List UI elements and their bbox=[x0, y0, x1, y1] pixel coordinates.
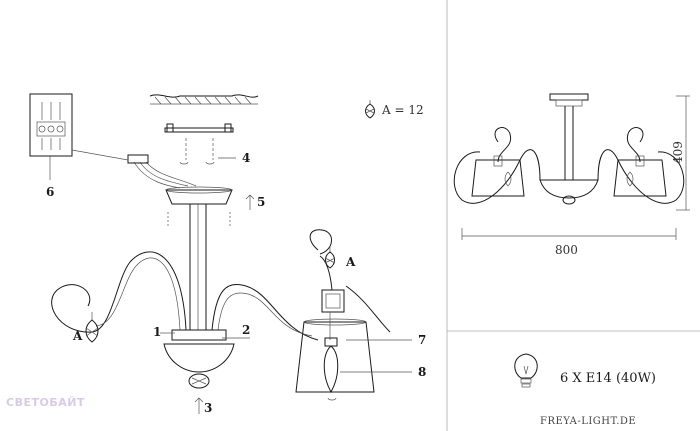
front-shade-right bbox=[613, 159, 667, 197]
crystal-count: A = 12 bbox=[381, 103, 424, 117]
wire-c bbox=[133, 161, 181, 189]
callout-2: 2 bbox=[242, 323, 250, 337]
crystal-drop-icon bbox=[324, 246, 336, 269]
push-arrow-3 bbox=[194, 397, 204, 414]
finial-pattern bbox=[191, 377, 207, 385]
scroll-stem bbox=[319, 255, 333, 291]
socket-cup bbox=[321, 289, 345, 313]
front-arm-left bbox=[453, 149, 541, 204]
bottom-hub bbox=[171, 329, 227, 341]
scroll-top bbox=[309, 229, 332, 255]
rotate-arrow-4b bbox=[205, 161, 215, 165]
dim-height-value: 409 bbox=[671, 141, 685, 164]
canopy-rim bbox=[165, 186, 233, 194]
bar-screw-right bbox=[224, 123, 232, 133]
shade-top-rim bbox=[303, 318, 367, 326]
detail-leader bbox=[71, 149, 129, 161]
lamp-shade bbox=[295, 321, 375, 393]
canopy bbox=[165, 189, 233, 205]
callout-1: 1 bbox=[153, 325, 161, 339]
arm-left-outer bbox=[51, 251, 187, 333]
mounting-bar bbox=[164, 127, 234, 133]
crystal-drop-icon bbox=[365, 100, 375, 119]
lamp-spec: 6 X E14 (40W) bbox=[560, 371, 656, 386]
front-arm-right bbox=[597, 149, 685, 204]
front-canopy-base bbox=[555, 99, 583, 107]
dim-width-value: 800 bbox=[555, 243, 578, 257]
front-scroll-left bbox=[494, 127, 512, 163]
arm-right-outer bbox=[211, 284, 319, 341]
socket-inner bbox=[325, 293, 341, 309]
watermark-logo: СВЕТОБАЙТ bbox=[6, 396, 85, 409]
front-view: 409 800 bbox=[453, 93, 690, 257]
front-cup bbox=[539, 179, 599, 199]
wire-b bbox=[145, 161, 197, 187]
callout-7: 7 bbox=[418, 333, 426, 347]
bar-screw-left bbox=[166, 123, 174, 133]
terminal-block bbox=[127, 154, 149, 164]
brand-site: FREYA-LIGHT.DE bbox=[540, 416, 636, 427]
exploded-view: 4 5 A 1 bbox=[29, 93, 426, 415]
terminal-detail bbox=[36, 102, 66, 150]
bottom-cup bbox=[163, 343, 235, 373]
front-canopy bbox=[549, 93, 589, 101]
front-socket-right bbox=[635, 155, 645, 167]
front-socket-left bbox=[493, 155, 503, 167]
crystal-tag-right: A bbox=[345, 255, 356, 269]
terminal-detail-box bbox=[29, 93, 73, 157]
rotate-arrow-8 bbox=[327, 397, 337, 401]
callout-8: 8 bbox=[418, 365, 426, 379]
rotate-arrow-4a bbox=[179, 161, 189, 165]
lift-arrow-5 bbox=[245, 194, 255, 210]
front-shade-left bbox=[471, 159, 525, 197]
callout-3: 3 bbox=[204, 401, 212, 415]
arm-left-inner bbox=[95, 257, 181, 331]
callout-5: 5 bbox=[257, 195, 265, 209]
crystal-drop-icon bbox=[85, 312, 99, 343]
wire-a bbox=[139, 161, 189, 187]
ceiling-hatch bbox=[154, 96, 252, 105]
light-bulb-icon bbox=[514, 353, 538, 388]
arm-right-inner bbox=[217, 292, 313, 337]
arm-extension bbox=[345, 285, 391, 333]
crystal-drop-icon bbox=[626, 171, 634, 187]
socket-base bbox=[324, 337, 338, 347]
front-scroll-right bbox=[626, 127, 644, 163]
ceiling-line bbox=[149, 94, 259, 98]
candle-bulb bbox=[323, 345, 339, 394]
front-finial bbox=[562, 195, 576, 205]
callout-6: 6 bbox=[46, 185, 54, 199]
crystal-tag-left: A bbox=[72, 329, 83, 343]
bottom-finial bbox=[188, 373, 210, 389]
crystal-drop-icon bbox=[504, 171, 512, 187]
callout-4: 4 bbox=[242, 151, 250, 165]
